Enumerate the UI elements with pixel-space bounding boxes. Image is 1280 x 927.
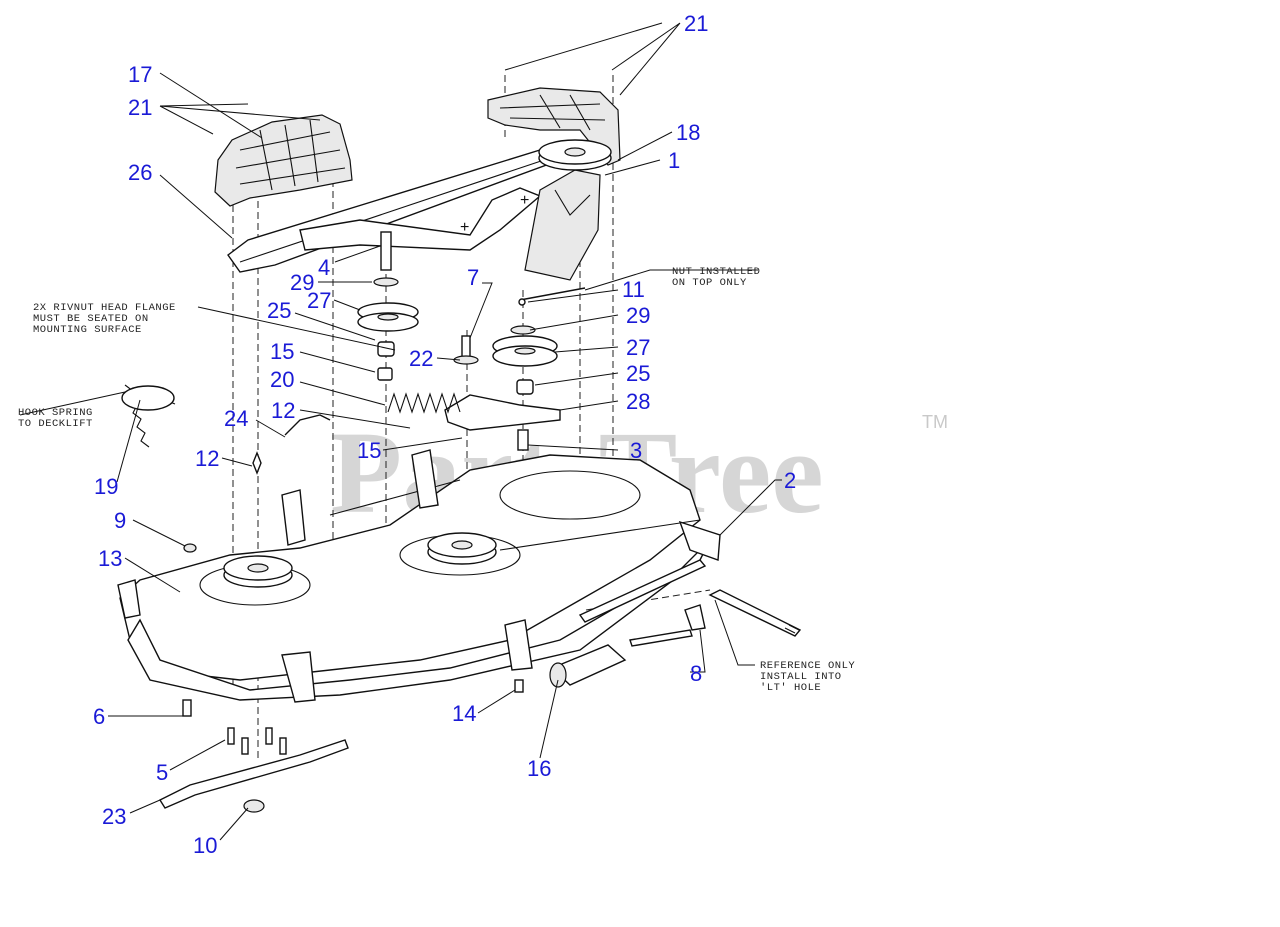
callout-6: 6 [93,704,105,729]
note-nut-line2: ON TOP ONLY [672,277,747,289]
callout-11: 11 [622,277,645,302]
callout-28: 28 [626,389,650,414]
mower-blade [158,739,349,813]
callout-21-top: 21 [684,11,708,36]
deck-brackets [117,449,721,703]
callout-21-left: 21 [128,95,152,120]
note-rivnut-line3: MOUNTING SURFACE [33,324,142,336]
note-rivnut-line1: 2X RIVNUT HEAD FLANGE [33,302,176,314]
deck-spindle-pulleys [223,532,497,588]
callout-12-lower: 12 [195,446,219,471]
note-rivnut: 2X RIVNUT HEAD FLANGE MUST BE SEATED ON … [33,302,176,336]
note-hook-spring: HOOK SPRING TO DECKLIFT [18,407,93,430]
idler-pulley-stack-right [453,287,586,395]
callout-26: 26 [128,160,152,185]
idler-pulley-stack-left [357,231,419,381]
callout-20: 20 [270,367,294,392]
callout-15-left: 15 [270,339,294,364]
callout-numbers: 21 17 21 26 18 1 4 29 27 25 15 20 12 24 … [93,11,796,858]
callout-12-upper: 12 [271,398,295,423]
callout-2: 2 [784,468,796,493]
callout-19: 19 [94,474,118,499]
callout-29-left: 29 [290,270,314,295]
callout-3: 3 [630,438,642,463]
note-hook-line1: HOOK SPRING [18,407,93,419]
callout-23: 23 [102,804,126,829]
link-rods [182,414,331,717]
callout-8: 8 [690,661,702,686]
note-hook-line2: TO DECKLIFT [18,418,93,430]
anti-scalp-roller [549,644,627,688]
callout-15-right: 15 [357,438,381,463]
callout-25-right: 25 [626,361,650,386]
mower-deck-shell [119,454,711,701]
idler-bracket [444,394,561,451]
callout-25-left: 25 [267,298,291,323]
note-nut-line1: NUT INSTALLED [672,266,760,278]
note-reference-only: REFERENCE ONLY INSTALL INTO 'LT' HOLE [760,660,855,694]
callout-29-right: 29 [626,303,650,328]
svg-text:+: + [520,192,529,209]
spindle-housing-right [524,139,612,281]
callout-27-left: 27 [307,288,331,313]
callout-13: 13 [98,546,122,571]
callout-9: 9 [114,508,126,533]
spindle-bolts [227,679,524,755]
callout-14: 14 [452,701,476,726]
note-rivnut-line2: MUST BE SEATED ON [33,313,149,325]
callout-24: 24 [224,406,248,431]
trademark-text: TM [922,412,948,432]
right-belt-cover [487,87,621,166]
callout-27-right: 27 [626,335,650,360]
callout-4: 4 [318,255,330,280]
note-ref-line3: 'LT' HOLE [760,682,821,694]
note-ref-line2: INSTALL INTO [760,671,842,683]
note-nut-installed: NUT INSTALLED ON TOP ONLY [672,266,760,289]
callout-22: 22 [409,346,433,371]
callout-1: 1 [668,148,680,173]
callout-18: 18 [676,120,700,145]
callout-10: 10 [193,833,217,858]
callout-17: 17 [128,62,152,87]
leader-lines [19,22,782,841]
callout-5: 5 [156,760,168,785]
svg-text:+: + [460,219,469,236]
callout-7: 7 [467,265,479,290]
rods-front [578,559,802,647]
left-belt-cover [214,114,353,207]
callout-16: 16 [527,756,551,781]
note-ref-line1: REFERENCE ONLY [760,660,855,672]
extension-spring-center [387,392,461,414]
deck-lift-spring [121,384,176,448]
